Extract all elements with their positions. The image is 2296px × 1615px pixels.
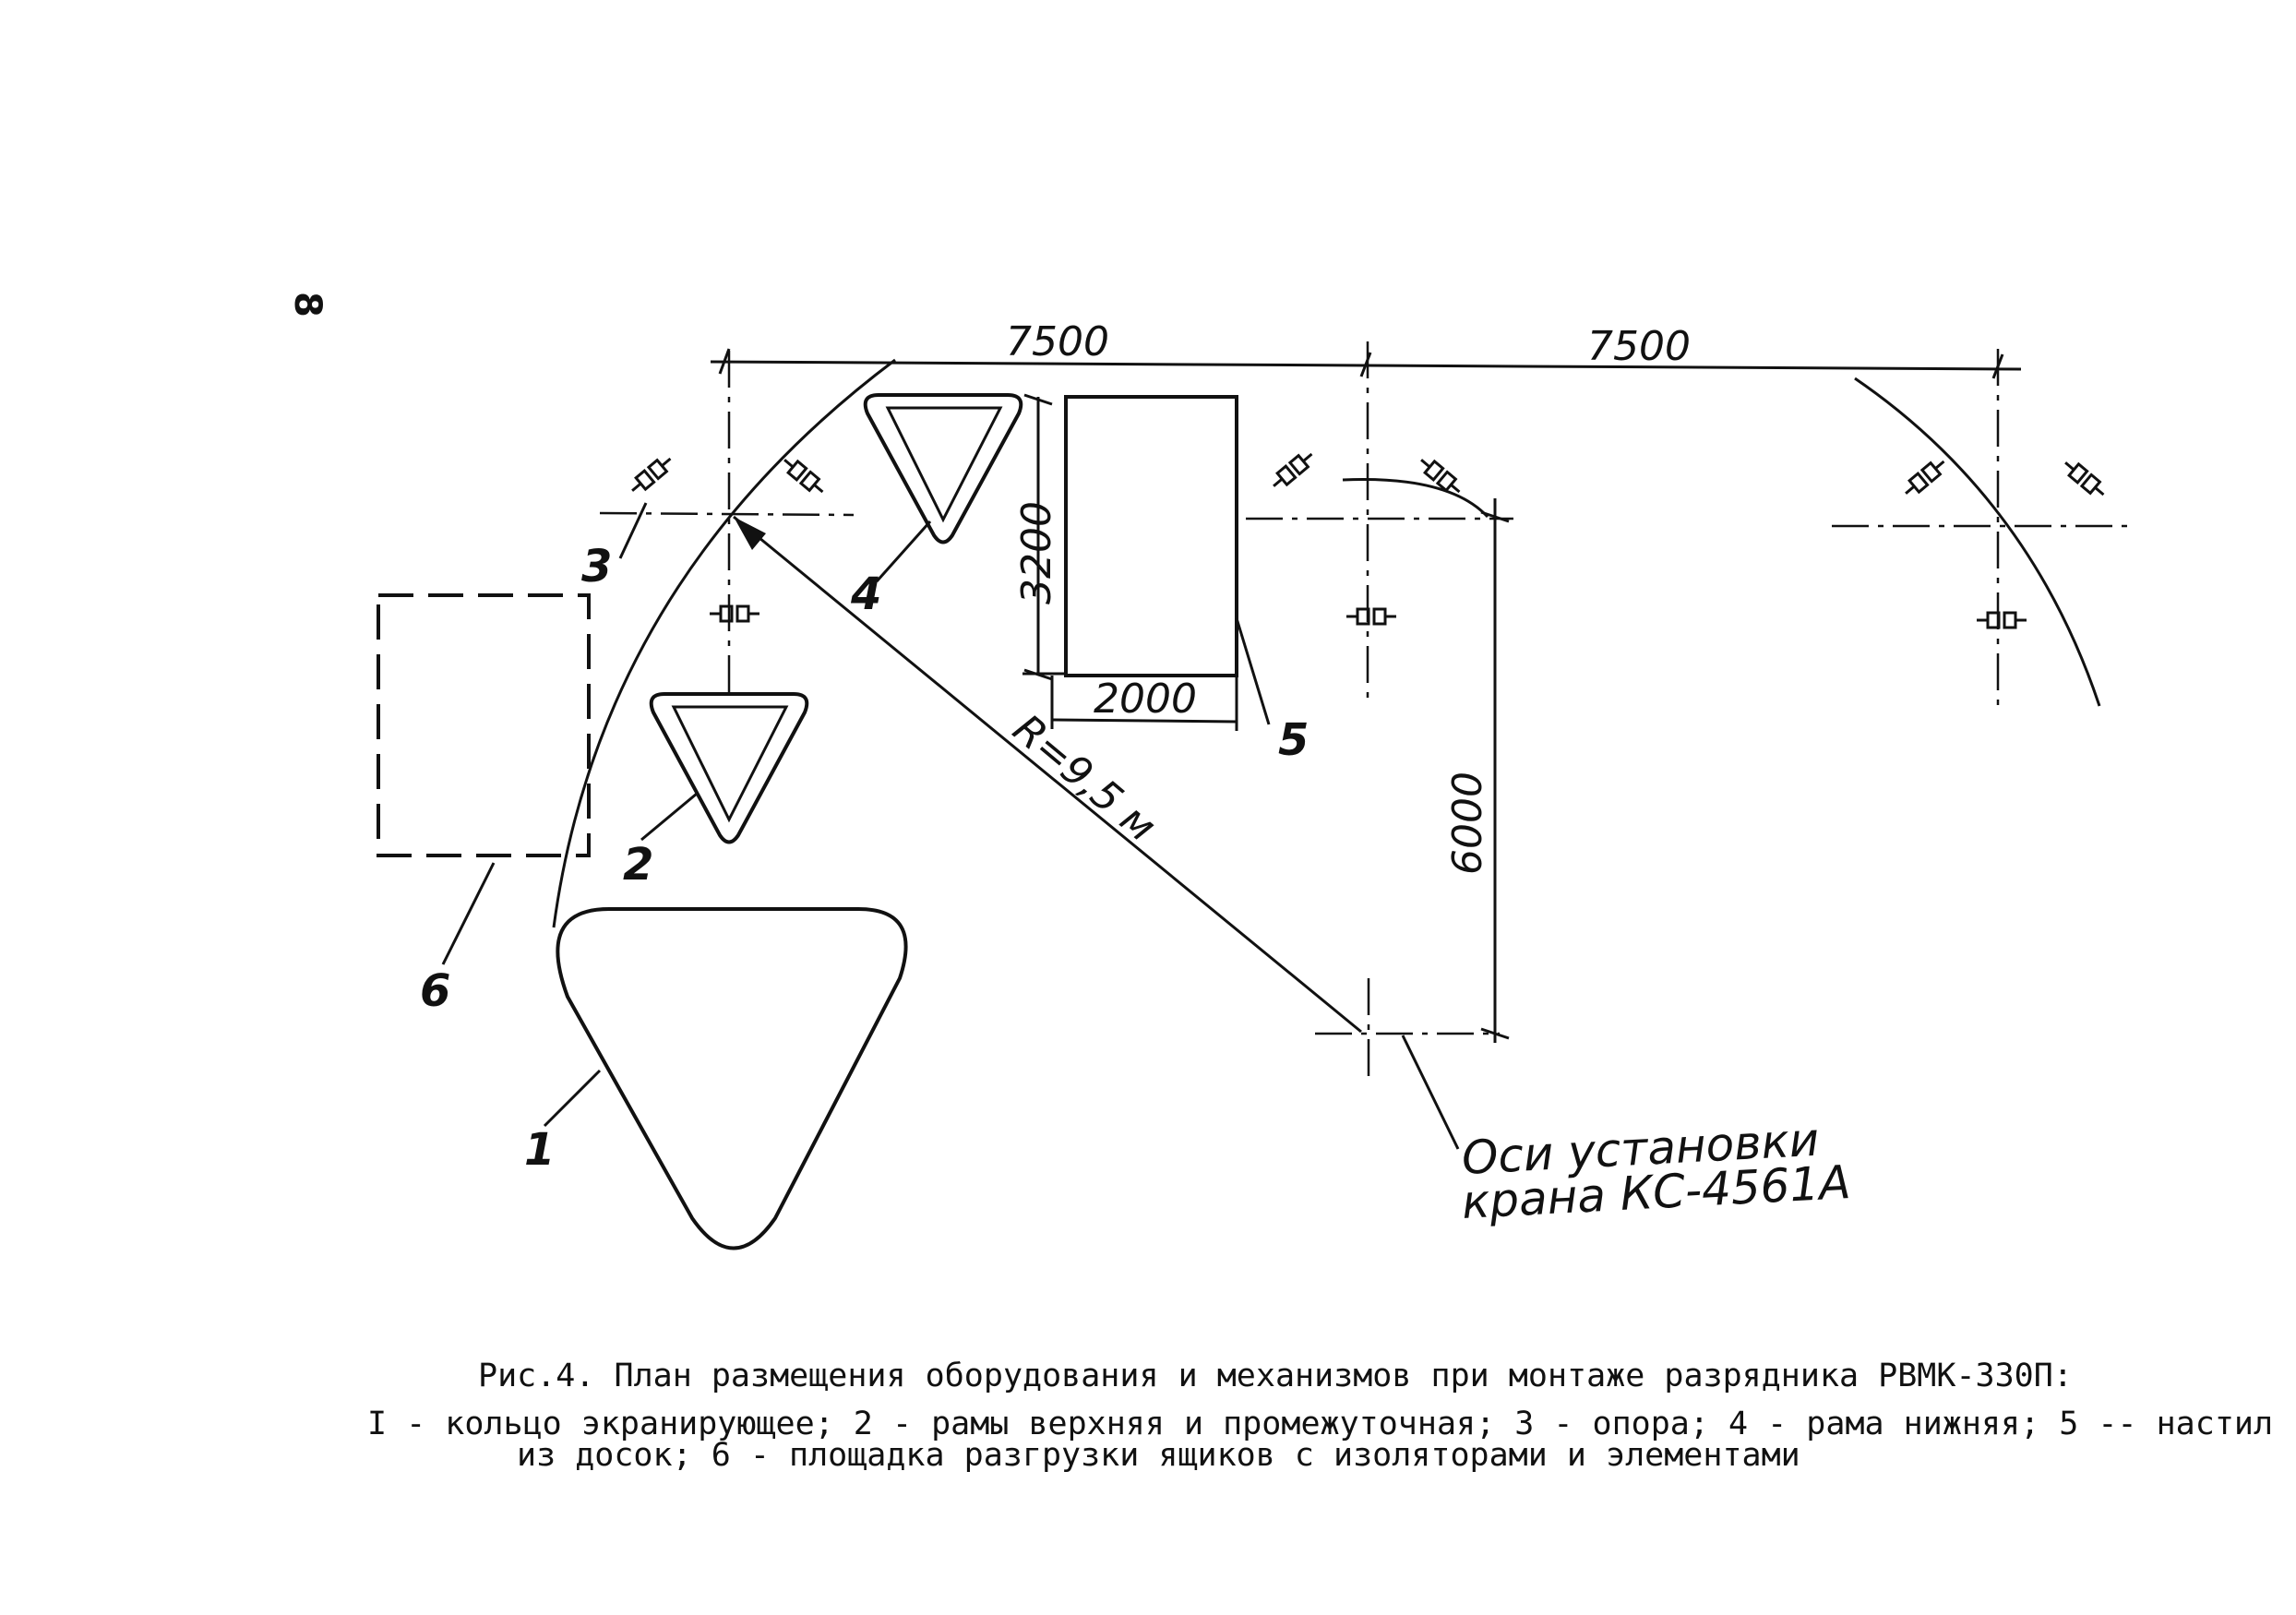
radius-line xyxy=(733,515,1362,1034)
insulator-symbols xyxy=(631,452,2105,629)
figure-caption-legend-line1: I - кольцо экранирующее; 2 - рамы верхня… xyxy=(367,1406,2274,1442)
plank-deck xyxy=(1064,395,1238,677)
lower-frame xyxy=(863,393,1023,544)
crane-offset-dimension xyxy=(1480,498,1510,1043)
callout-3: 3 xyxy=(581,541,612,592)
page-number: 8 xyxy=(286,292,329,317)
callout-4: 4 xyxy=(850,568,881,620)
radius-arrowhead xyxy=(734,517,766,550)
dim-radius: R=9,5 м xyxy=(1004,705,1165,851)
callout-1: 1 xyxy=(524,1124,555,1176)
dim-crane-offset: 6000 xyxy=(1444,772,1491,875)
callout-5: 5 xyxy=(1278,714,1309,766)
screening-ring xyxy=(556,907,908,1250)
axis-lines xyxy=(599,341,2132,1080)
figure-caption-legend-line2: из досок; 6 - площадка разгрузки ящиков … xyxy=(517,1437,1800,1474)
figure-caption-title: Рис.4. План размещения оборудования и ме… xyxy=(478,1358,2073,1394)
dim-top-left: 7500 xyxy=(1006,318,1109,365)
deck-width-dimension xyxy=(1050,676,1238,731)
callout-6: 6 xyxy=(420,965,450,1017)
dim-top-right: 7500 xyxy=(1587,323,1691,370)
callout-2: 2 xyxy=(623,839,653,891)
top-dimension xyxy=(710,348,2022,379)
deck-height-dimension xyxy=(1022,393,1066,681)
leader-lines xyxy=(441,502,1460,1150)
crane-swing-arc xyxy=(552,358,2101,928)
dim-frame-height: 3200 xyxy=(1013,501,1060,604)
unloading-area xyxy=(377,593,591,857)
upper-frame xyxy=(649,692,809,844)
dim-frame-width: 2000 xyxy=(1094,676,1197,723)
